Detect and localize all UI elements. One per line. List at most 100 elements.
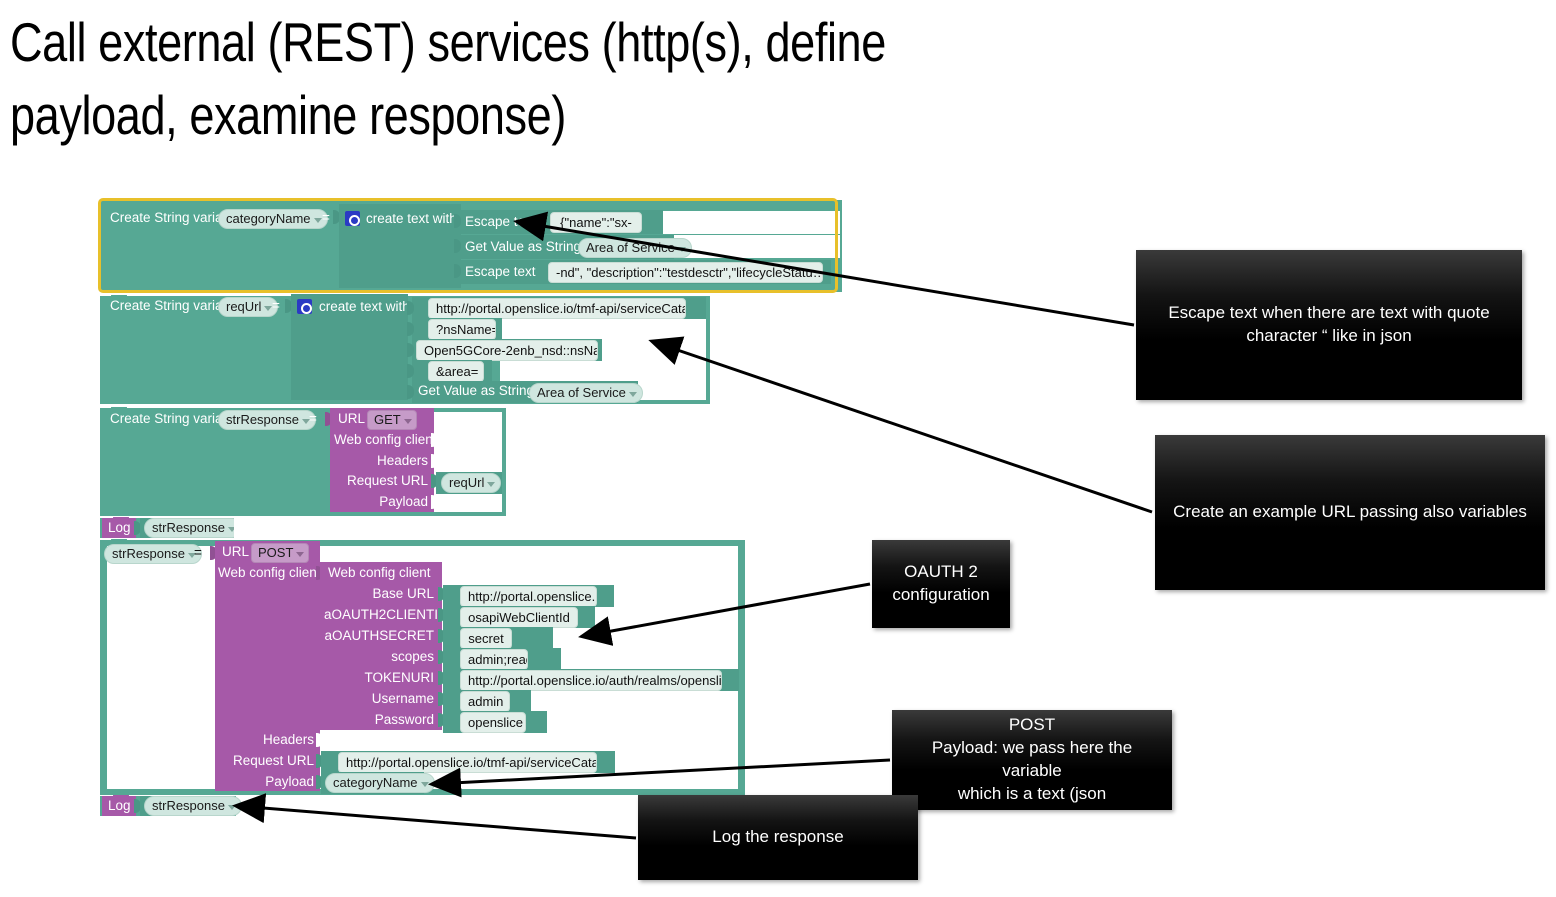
block2-value-plug [285, 299, 292, 313]
block1-equals: = [322, 210, 330, 225]
block2-variable-dropdown[interactable]: reqUrl [218, 297, 279, 317]
log2-label: Log [108, 798, 131, 813]
block4-config6-label: Password [374, 712, 434, 727]
gear-icon[interactable] [297, 299, 312, 314]
log2-variable[interactable]: strResponse [144, 796, 242, 816]
block-notch [113, 517, 129, 523]
block1-row1-value[interactable]: Area of Service [578, 238, 692, 258]
block2-row4-plug [407, 385, 414, 399]
block2-row4-value[interactable]: Area of Service [529, 383, 643, 403]
block3-equals: = [309, 411, 317, 426]
block2-row1-plug [407, 322, 414, 336]
block1-row1-plug [454, 239, 461, 253]
log1-variable[interactable]: strResponse [144, 518, 242, 538]
block4-config6-value[interactable]: openslice [460, 712, 526, 733]
block4-config1-label: aOAUTH2CLIENTID [324, 607, 448, 622]
block4-webconfig-inner[interactable] [320, 562, 442, 730]
block2-row0-value[interactable]: http://portal.openslice.io/tmf-api/servi… [428, 298, 686, 319]
block2-row3-value[interactable]: &area= [428, 361, 484, 382]
callout-post-payload: POST Payload: we pass here the variable … [892, 710, 1172, 810]
block4-config1-plug [438, 608, 445, 622]
block4-outer2-value[interactable]: categoryName [325, 773, 435, 793]
block4-config4-value[interactable]: http://portal.openslice.io/auth/realms/o… [460, 670, 722, 691]
block4-outer0-label: Headers [262, 732, 314, 747]
block4-config2-value[interactable]: secret [460, 628, 512, 649]
log2-plug [134, 799, 141, 813]
block3-value-plug [325, 412, 332, 426]
block2-row2-plug [407, 343, 414, 357]
block4-method-dropdown[interactable]: POST [251, 543, 310, 563]
block4-url-label: URL [222, 544, 250, 559]
block4-config3-value[interactable]: admin;read [460, 649, 528, 670]
block-notch [111, 199, 127, 205]
block-notch [113, 795, 129, 801]
block1-row2-value[interactable]: -nd", "description":"testdesctr","lifecy… [548, 262, 823, 283]
block1-row1-label: Get Value as String [465, 239, 582, 254]
block-notch [111, 539, 127, 545]
block2-row2-value[interactable]: Open5GCore-2enb_nsd::nsName [416, 340, 598, 361]
block2-statement-label: Create String variable [110, 298, 241, 313]
block4-config5-plug [438, 692, 445, 706]
log1-hole [234, 518, 700, 538]
block4-config4-label: TOKENURI [364, 670, 434, 685]
log1-purple[interactable] [102, 517, 136, 538]
block1-row0-label: Escape text [465, 214, 536, 229]
block4-config1-value[interactable]: osapiWebClientId [460, 607, 578, 628]
block4-variable-dropdown[interactable]: strResponse [104, 544, 202, 564]
block3-field3-socket[interactable] [431, 495, 438, 509]
block1-hole-row2 [672, 235, 840, 258]
block4-config0-value[interactable]: http://portal.openslice.io [460, 586, 597, 607]
block2-equals: = [272, 298, 280, 313]
block4-config4-plug [438, 671, 445, 685]
block3-field2-value[interactable]: reqUrl [441, 473, 502, 493]
block2-row4-label: Get Value as String [418, 383, 535, 398]
block4-equals: = [194, 545, 202, 560]
block4-config5-value[interactable]: admin [460, 691, 510, 712]
block4-webconfig-plug [316, 566, 323, 580]
block4-config6-plug [438, 713, 445, 727]
block4-webconfig-label: Web config client [218, 565, 321, 580]
block4-outer0-socket[interactable] [316, 733, 323, 747]
block4-outer1-label: Request URL [232, 753, 314, 768]
gear-icon[interactable] [345, 211, 360, 226]
log2-purple[interactable] [102, 795, 136, 816]
block4-outer2-label: Payload [265, 774, 314, 789]
block3-hole [434, 412, 502, 512]
block2-row0-plug [407, 301, 414, 315]
block1-row2-label: Escape text [465, 264, 536, 279]
block-notch [111, 295, 127, 301]
block2-mutator-label: create text with [319, 299, 410, 314]
log1-plug [134, 521, 141, 535]
block4-config5-label: Username [371, 691, 434, 706]
block3-field1-label: Headers [376, 453, 428, 468]
block1-row0-value[interactable]: {"name":"sx- [550, 212, 642, 233]
block-notch [111, 407, 127, 413]
block4-outer1-plug [316, 754, 323, 768]
block4-config3-label: scopes [391, 649, 434, 664]
block4-config0-label: Base URL [372, 586, 434, 601]
block4-outer1-value[interactable]: http://portal.openslice.io/tmf-api/servi… [338, 752, 597, 773]
block3-method-dropdown[interactable]: GET [367, 410, 417, 430]
block4-outer2-plug [316, 775, 323, 789]
block4-url-post-block[interactable] [215, 541, 320, 791]
block4-config2-plug [438, 629, 445, 643]
block2-row1-value[interactable]: ?nsName= [428, 319, 496, 340]
block4-config3-plug [438, 650, 445, 664]
block1-statement-label: Create String variable [110, 210, 241, 225]
block1-row2-plug [454, 264, 461, 278]
block4-value-plug [210, 546, 217, 560]
callout-escape-text: Escape text when there are text with quo… [1136, 250, 1522, 400]
block3-field1-socket[interactable] [431, 454, 438, 468]
block1-row0-plug [454, 214, 461, 228]
block4-config2-label: aOAUTHSECRET [324, 628, 434, 643]
log1-label: Log [108, 520, 131, 535]
callout-example-url: Create an example URL passing also varia… [1155, 435, 1545, 590]
block3-variable-dropdown[interactable]: strResponse [218, 410, 316, 430]
block1-variable-dropdown[interactable]: categoryName [218, 209, 328, 229]
block4-config0-plug [438, 587, 445, 601]
block1-mutator-label: create text with [366, 211, 457, 226]
block3-field0-socket[interactable] [431, 433, 438, 447]
block2-row3-plug [407, 364, 414, 378]
block3-field2-socket [431, 474, 438, 488]
block3-field0-label: Web config client [334, 432, 437, 447]
